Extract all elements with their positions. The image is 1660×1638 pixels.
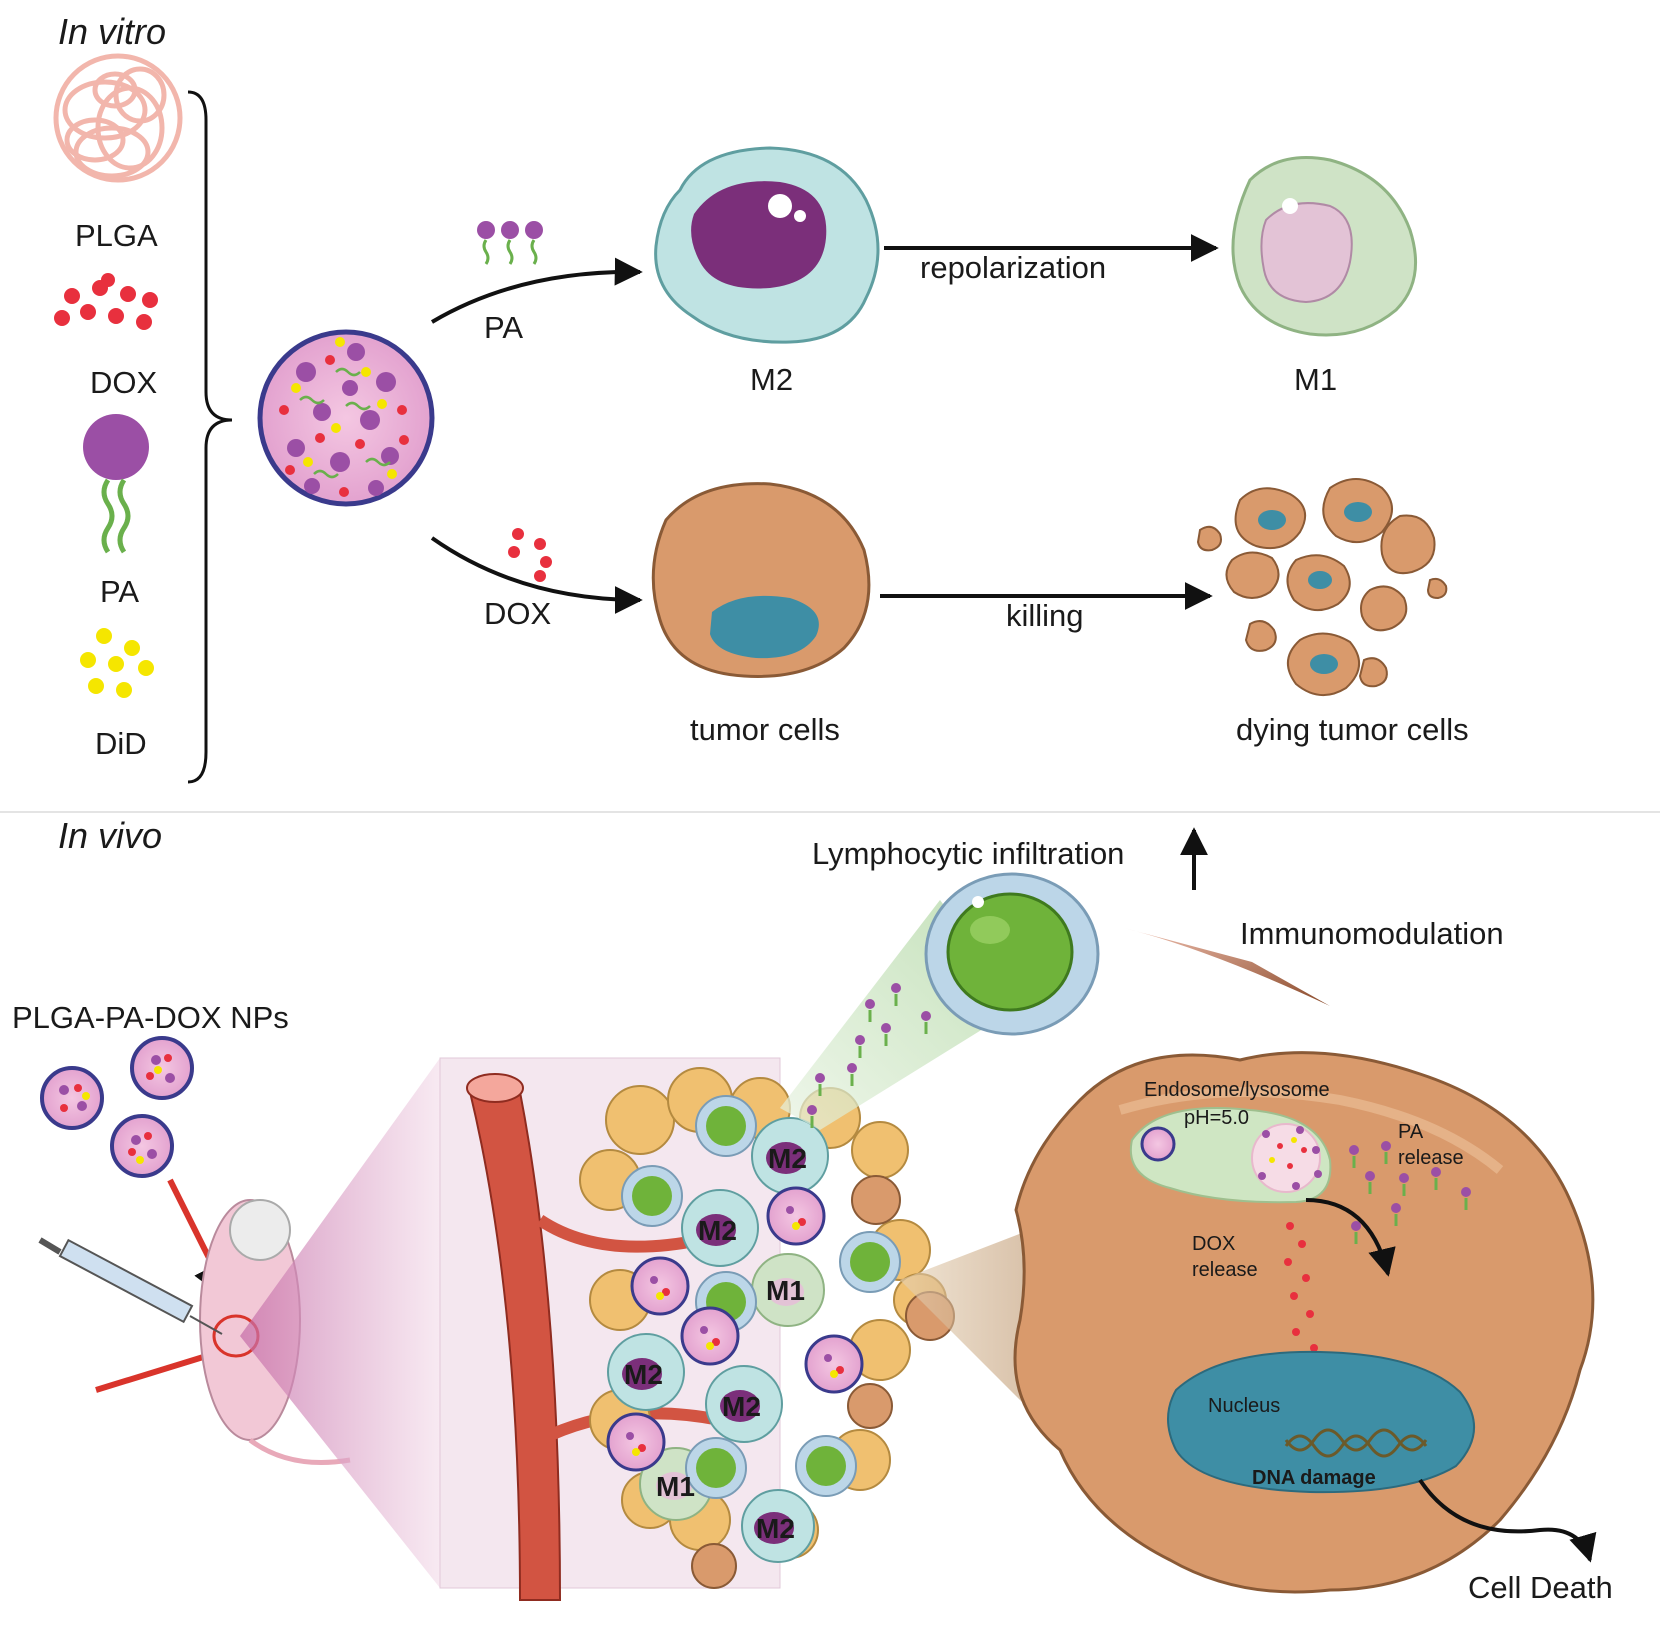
pa-release-small-icons — [807, 983, 931, 1128]
did-label: DiD — [95, 726, 147, 761]
cell-death-label: Cell Death — [1468, 1570, 1613, 1605]
endosome-icon — [1129, 1107, 1332, 1204]
cluster-m2-label-1: M2 — [768, 1143, 807, 1174]
m1-macrophage-icon — [1231, 156, 1417, 337]
cluster-lymphocytes — [621, 1095, 901, 1499]
dox-mini-icon — [508, 528, 552, 582]
nucleus-label: Nucleus — [1208, 1395, 1280, 1417]
cluster-m1-cells — [639, 1253, 825, 1521]
pa-arrow — [430, 257, 643, 324]
pa-label: PA — [100, 574, 139, 609]
endosome-label: Endosome/lysosome — [1144, 1079, 1330, 1101]
tumor-magnification-cone — [240, 1058, 440, 1588]
plga-label: PLGA — [75, 218, 158, 253]
cluster-m2-label-3: M2 — [624, 1359, 663, 1390]
pa-release-icons — [1349, 1141, 1471, 1244]
pa-release-label-1: PA — [1398, 1121, 1424, 1143]
dying-tumor-cells-icon — [1196, 478, 1448, 696]
cluster-m1-label-2: M1 — [656, 1471, 695, 1502]
nanoparticle-icon — [257, 329, 435, 507]
repolarization-label: repolarization — [920, 250, 1106, 285]
cluster-m2-label-5: M2 — [756, 1513, 795, 1544]
dox-arrow — [430, 536, 643, 614]
lymphocytic-label: Lymphocytic infiltration — [812, 836, 1124, 871]
dna-damage-label: DNA damage — [1252, 1467, 1376, 1489]
components-brace — [187, 90, 233, 784]
ph-label: pH=5.0 — [1184, 1107, 1249, 1129]
pa-lipid-icon — [83, 414, 149, 554]
release-arrow — [1305, 1198, 1396, 1277]
np-small-icon — [40, 1036, 194, 1178]
in-vivo-heading: In vivo — [58, 815, 162, 856]
dying-tumor-cells-label: dying tumor cells — [1236, 712, 1469, 747]
dying-nuclei-icon — [1258, 502, 1372, 674]
dox-arrow-label: DOX — [484, 596, 552, 631]
pa-arrow-label: PA — [484, 310, 523, 345]
m1-label: M1 — [1294, 362, 1337, 397]
m2-macrophage-icon — [654, 146, 880, 344]
syringe-icon — [38, 1237, 223, 1335]
cell-death-arrow — [1418, 1478, 1597, 1563]
tumor-cell-icon — [651, 482, 871, 678]
immunomodulation-label: Immunomodulation — [1240, 916, 1504, 951]
killing-label: killing — [1006, 598, 1084, 633]
m2-label: M2 — [750, 362, 793, 397]
cluster-tumor-cells — [691, 1175, 955, 1589]
plga-polymer-icon — [53, 53, 183, 183]
cluster-m2-label-2: M2 — [698, 1215, 737, 1246]
in-vitro-heading: In vitro — [58, 11, 166, 52]
nucleus-icon — [1167, 1350, 1475, 1494]
dox-release-label-1: DOX — [1192, 1233, 1235, 1255]
cluster-m2-label-4: M2 — [722, 1391, 761, 1422]
pa-release-label-2: release — [1398, 1147, 1464, 1169]
dox-label: DOX — [90, 365, 158, 400]
dox-release-icons — [1284, 1222, 1318, 1352]
cluster-nps — [606, 1186, 864, 1472]
nps-label: PLGA-PA-DOX NPs — [12, 1000, 289, 1035]
did-dye-icon — [80, 628, 154, 698]
dox-molecule-icon — [54, 273, 158, 330]
cluster-m1-label-1: M1 — [766, 1275, 805, 1306]
lymphocyte-icon — [924, 872, 1100, 1036]
tumor-cells-label: tumor cells — [690, 712, 840, 747]
pa-mini-icon — [477, 221, 543, 265]
dox-release-label-2: release — [1192, 1259, 1258, 1281]
